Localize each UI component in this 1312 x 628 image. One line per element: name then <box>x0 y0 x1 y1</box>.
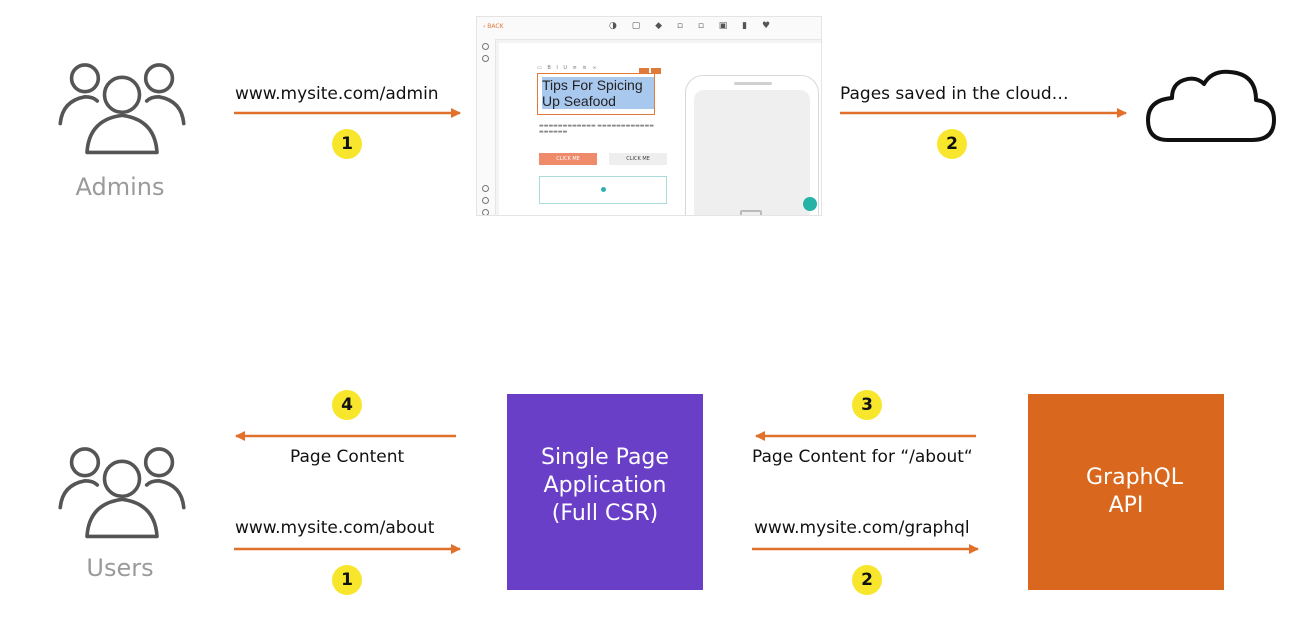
image-placeholder-icon <box>740 210 762 215</box>
admins-label: Admins <box>75 173 165 201</box>
graphql-request-arrow <box>752 544 979 554</box>
spa-box-label: Single Page Application (Full CSR) <box>541 445 669 526</box>
format-toolbar: ▭ B I U ≡ ≡ ∞ <box>537 65 599 71</box>
step-badge-1-top: 1 <box>332 129 362 159</box>
graphql-response-arrow <box>755 431 976 441</box>
page-content-arrow <box>235 431 456 441</box>
cloud-save-arrow <box>840 108 1127 118</box>
spa-box: Single Page Application (Full CSR) <box>507 394 703 590</box>
editor-tool-icons: ◑ ▢ ◆ ▫ ▫ ▣ ▮ ♥ <box>609 21 777 31</box>
editor-toolbar: ‹ BACK ◑ ▢ ◆ ▫ ▫ ▣ ▮ ♥ <box>477 17 821 40</box>
editor-empty-block <box>539 176 667 204</box>
graphql-box-label: GraphQL API <box>1086 465 1184 518</box>
editor-click-button-2: CLICK ME <box>609 153 667 165</box>
cloud-save-label: Pages saved in the cloud… <box>840 84 1069 104</box>
cms-editor-screenshot: ‹ BACK ◑ ▢ ◆ ▫ ▫ ▣ ▮ ♥ ▭ B I U ≡ ≡ ∞ Tip… <box>476 16 822 216</box>
admin-url-label: www.mysite.com/admin <box>235 84 439 104</box>
back-link: ‹ BACK <box>483 23 504 30</box>
page-content-about-label: Page Content for “/about“ <box>752 447 973 467</box>
page-content-label: Page Content <box>290 447 405 467</box>
step-badge-2-bottom: 2 <box>852 565 882 595</box>
step-badge-2-top: 2 <box>937 129 967 159</box>
step-badge-1-bottom: 1 <box>332 565 362 595</box>
editor-paragraph: ▬▬▬▬▬▬▬▬▬▬▬▬ ▬▬▬▬▬▬▬▬▬▬▬▬ ▬▬▬▬▬▬ <box>539 123 654 135</box>
graphql-url-label: www.mysite.com/graphql <box>754 518 970 538</box>
about-url-label: www.mysite.com/about <box>235 518 435 538</box>
admin-request-arrow <box>234 108 461 118</box>
editor-click-button-1: CLICK ME <box>539 153 597 165</box>
editor-sidebar <box>477 39 496 215</box>
graphql-box: GraphQL API <box>1028 394 1224 590</box>
phone-preview <box>685 75 819 215</box>
about-request-arrow <box>234 544 461 554</box>
admins-icon <box>58 63 186 155</box>
editor-heading-block: Tips For Spicing Up Seafood <box>537 73 655 115</box>
users-icon <box>58 447 186 539</box>
step-badge-4: 4 <box>332 390 362 420</box>
users-label: Users <box>86 554 154 582</box>
step-badge-3: 3 <box>852 390 882 420</box>
editor-heading-text: Tips For Spicing Up Seafood <box>542 77 654 109</box>
editor-page-canvas: ▭ B I U ≡ ≡ ∞ Tips For Spicing Up Seafoo… <box>499 43 821 215</box>
cloud-icon <box>1146 69 1276 142</box>
add-block-icon <box>803 197 817 211</box>
